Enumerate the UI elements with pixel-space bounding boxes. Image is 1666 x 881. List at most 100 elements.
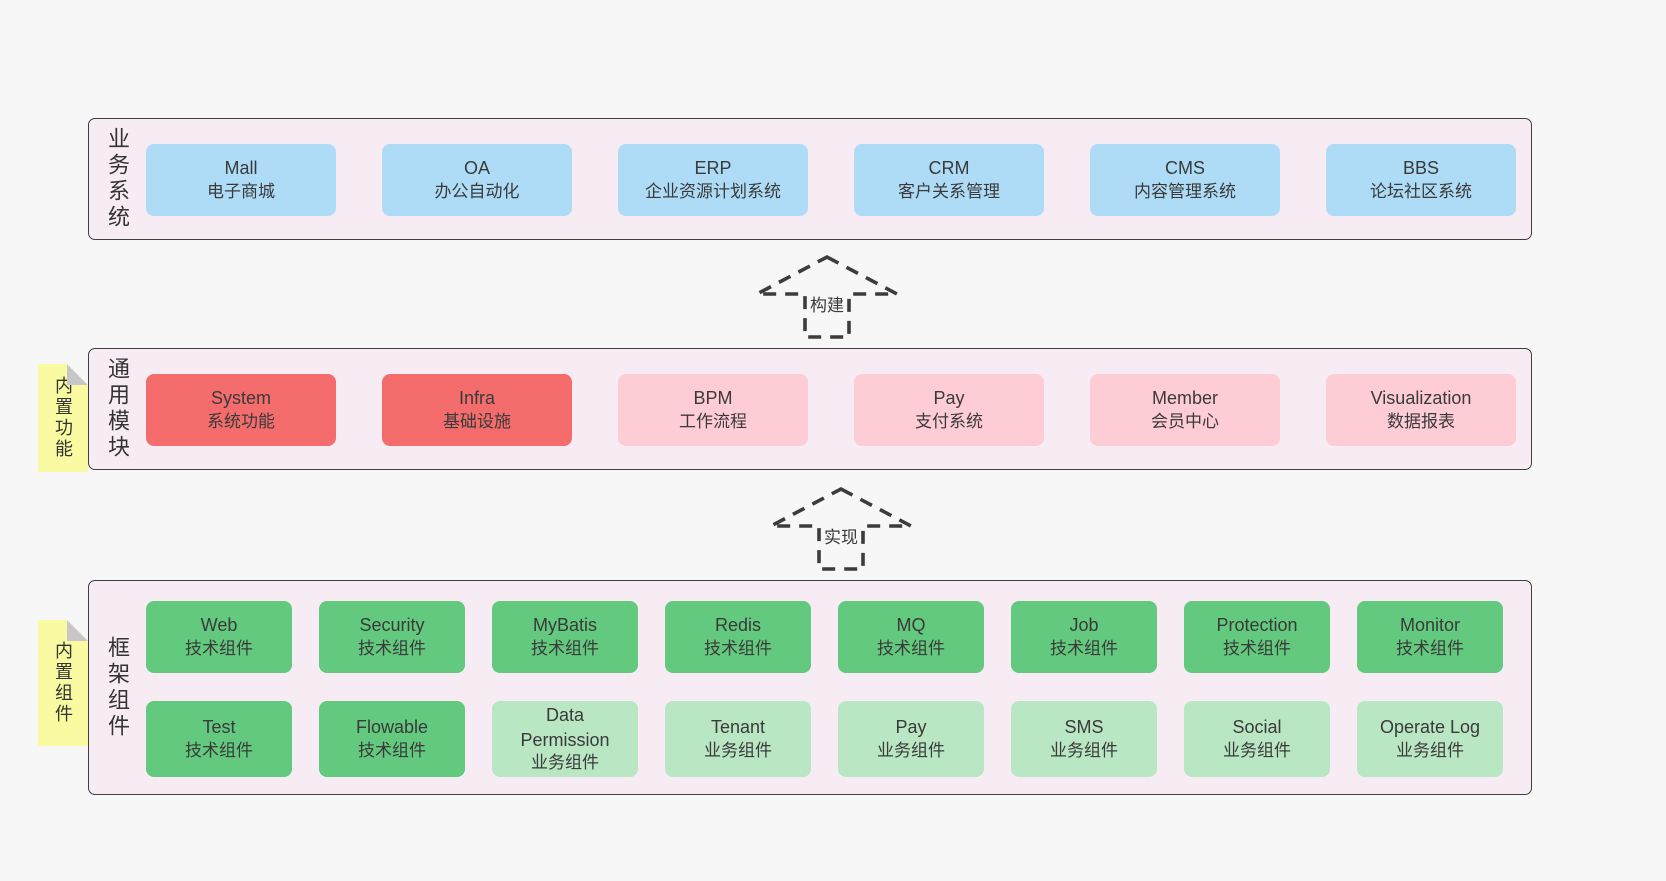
box-title: Test — [202, 717, 236, 738]
box-title: Pay — [895, 717, 927, 738]
sticky-note-built-in-components: 内置组件 — [38, 620, 88, 746]
up-arrow-icon — [756, 254, 898, 339]
box-subtitle: 技术组件 — [185, 740, 253, 760]
box-title: SMS — [1064, 717, 1104, 738]
box-title: BPM — [693, 388, 733, 409]
box-title: MQ — [896, 615, 926, 636]
box-subtitle: 技术组件 — [358, 638, 426, 658]
box-subtitle: 基础设施 — [443, 411, 511, 431]
box-title: BBS — [1402, 158, 1440, 179]
box-subtitle: 业务组件 — [1396, 740, 1464, 760]
sticky-note-label: 内置功能 — [53, 376, 73, 460]
box-title: ERP — [694, 158, 732, 179]
box-title: CRM — [928, 158, 970, 179]
box-title: Mall — [224, 158, 258, 179]
band-label-framework-components: 框架组件 — [105, 635, 130, 740]
box-subtitle: 支付系统 — [915, 411, 983, 431]
box-title: Protection — [1216, 615, 1298, 636]
box-subtitle: 业务组件 — [1050, 740, 1118, 760]
box-title: Operate Log — [1379, 717, 1481, 738]
box-title: Social — [1232, 717, 1282, 738]
box-subtitle: 技术组件 — [1223, 638, 1291, 658]
box-title: Member — [1151, 388, 1218, 409]
box-subtitle: 业务组件 — [704, 740, 772, 760]
box-title: Security — [359, 615, 425, 636]
box-subtitle: 会员中心 — [1151, 411, 1219, 431]
box-subtitle: 技术组件 — [531, 638, 599, 658]
arrow-build: 构建 — [752, 254, 902, 340]
box-title: OA — [463, 158, 490, 179]
box-subtitle: 办公自动化 — [434, 181, 520, 201]
box-subtitle: 企业资源计划系统 — [645, 181, 781, 201]
box-title: Flowable — [355, 717, 429, 738]
box-subtitle: 客户关系管理 — [898, 181, 1000, 201]
band-label-business-systems: 业务系统 — [105, 127, 130, 231]
box-title: CMS — [1165, 158, 1205, 179]
box-subtitle: 技术组件 — [1050, 638, 1118, 658]
box-subtitle: 技术组件 — [877, 638, 945, 658]
box-title: Web — [200, 615, 238, 636]
sticky-note-built-in-features: 内置功能 — [38, 364, 88, 472]
box-title: MyBatis — [532, 615, 597, 636]
arrow-implement-label: 实现 — [821, 522, 861, 549]
box-title: Monitor — [1399, 615, 1461, 636]
box-title: Pay — [933, 388, 965, 409]
box-subtitle: 数据报表 — [1387, 411, 1455, 431]
box-title: Redis — [714, 615, 762, 636]
box-subtitle: 业务组件 — [877, 740, 945, 760]
band-label-common-modules: 通用模块 — [105, 357, 130, 461]
box-subtitle: 技术组件 — [358, 740, 426, 760]
box-subtitle: 技术组件 — [1396, 638, 1464, 658]
box-title: System — [210, 388, 271, 409]
box-subtitle: 论坛社区系统 — [1370, 181, 1472, 201]
box-title: Data Permission — [520, 705, 610, 750]
box-title: Tenant — [710, 717, 766, 738]
box-title: Job — [1069, 615, 1099, 636]
box-subtitle: 工作流程 — [679, 411, 747, 431]
box-subtitle: 电子商城 — [207, 181, 275, 201]
up-arrow-icon — [770, 486, 912, 571]
box-title: Infra — [458, 388, 496, 409]
box-subtitle: 系统功能 — [207, 411, 275, 431]
box-subtitle: 业务组件 — [1223, 740, 1291, 760]
arrow-implement: 实现 — [766, 486, 916, 572]
box-subtitle: 业务组件 — [531, 752, 599, 772]
box-subtitle: 技术组件 — [185, 638, 253, 658]
box-subtitle: 内容管理系统 — [1134, 181, 1236, 201]
arrow-build-label: 构建 — [807, 290, 847, 317]
sticky-note-label: 内置组件 — [53, 641, 73, 725]
